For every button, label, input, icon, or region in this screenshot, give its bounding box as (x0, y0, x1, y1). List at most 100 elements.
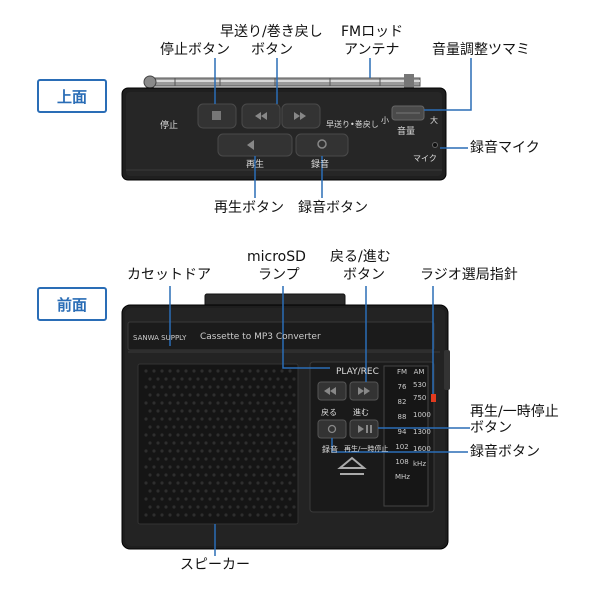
stop-button-shape (197, 103, 237, 129)
speaker-hole (204, 489, 208, 493)
speaker-hole (208, 433, 212, 437)
speaker-hole (244, 505, 248, 509)
speaker-hole (232, 385, 236, 389)
speaker-hole (176, 433, 180, 437)
speaker-hole (184, 497, 188, 501)
speaker-hole (284, 473, 288, 477)
volume-knob-shape (391, 105, 425, 121)
speaker-hole (160, 481, 164, 485)
speaker-hole (176, 465, 180, 469)
speaker-hole (268, 393, 272, 397)
speaker-hole (168, 481, 172, 485)
back-button-shape (317, 381, 347, 401)
speaker-hole (152, 465, 156, 469)
speaker-hole (268, 425, 272, 429)
speaker-hole (196, 505, 200, 509)
speaker-hole (288, 513, 292, 517)
speaker-hole (248, 369, 252, 373)
front-model: Cassette to MP3 Converter (200, 332, 321, 342)
speaker-grille (137, 363, 299, 525)
speaker-hole (164, 393, 168, 397)
speaker-hole (240, 417, 244, 421)
speaker-hole (236, 409, 240, 413)
speaker-hole (176, 401, 180, 405)
speaker-hole (268, 377, 272, 381)
speaker-hole (148, 489, 152, 493)
am-label: AM (413, 368, 425, 376)
tuning-indicator (431, 394, 436, 402)
speaker-hole (196, 377, 200, 381)
speaker-hole (156, 377, 160, 381)
speaker-hole (172, 457, 176, 461)
speaker-hole (248, 417, 252, 421)
speaker-hole (208, 449, 212, 453)
speaker-hole (244, 441, 248, 445)
speaker-hole (148, 457, 152, 461)
fm-tick: 82 (397, 398, 407, 406)
speaker-hole (284, 393, 288, 397)
speaker-hole (228, 393, 232, 397)
speaker-hole (268, 473, 272, 477)
speaker-hole (276, 489, 280, 493)
speaker-hole (224, 417, 228, 421)
speaker-hole (228, 441, 232, 445)
play-pause-button-shape (349, 419, 379, 439)
speaker-hole (176, 481, 180, 485)
speaker-hole (260, 489, 264, 493)
speaker-hole (268, 441, 272, 445)
speaker-hole (252, 425, 256, 429)
speaker-hole (284, 425, 288, 429)
speaker-hole (196, 393, 200, 397)
speaker-hole (264, 513, 268, 517)
speaker-hole (168, 433, 172, 437)
speaker-hole (236, 457, 240, 461)
speaker-hole (168, 417, 172, 421)
speaker-hole (224, 369, 228, 373)
speaker-hole (160, 385, 164, 389)
speaker-hole (156, 393, 160, 397)
speaker-hole (160, 417, 164, 421)
speaker-hole (232, 433, 236, 437)
speaker-hole (200, 417, 204, 421)
speaker-hole (256, 465, 260, 469)
speaker-hole (280, 417, 284, 421)
speaker-hole (148, 425, 152, 429)
speaker-hole (292, 377, 296, 381)
speaker-hole (148, 505, 152, 509)
speaker-hole (284, 457, 288, 461)
speaker-hole (156, 489, 160, 493)
speaker-hole (164, 473, 168, 477)
speaker-hole (248, 497, 252, 501)
speaker-hole (152, 449, 156, 453)
speaker-hole (164, 505, 168, 509)
speaker-hole (288, 481, 292, 485)
speaker-hole (256, 401, 260, 405)
speaker-hole (160, 449, 164, 453)
speaker-hole (280, 497, 284, 501)
rec-button-front-shape (317, 419, 347, 439)
speaker-hole (152, 433, 156, 437)
speaker-hole (240, 433, 244, 437)
speaker-hole (276, 377, 280, 381)
label-fm-antenna-1: FMロッド (341, 24, 404, 40)
speaker-hole (200, 465, 204, 469)
speaker-hole (268, 457, 272, 461)
speaker-hole (180, 457, 184, 461)
speaker-hole (272, 497, 276, 501)
speaker-hole (180, 377, 184, 381)
speaker-hole (208, 417, 212, 421)
speaker-hole (212, 393, 216, 397)
speaker-hole (272, 513, 276, 517)
speaker-hole (208, 465, 212, 469)
speaker-hole (204, 425, 208, 429)
speaker-hole (264, 385, 268, 389)
speaker-hole (216, 417, 220, 421)
speaker-hole (192, 385, 196, 389)
speaker-hole (252, 473, 256, 477)
speaker-hole (264, 497, 268, 501)
speaker-hole (244, 425, 248, 429)
speaker-hole (248, 385, 252, 389)
rewind-button-shape (241, 103, 281, 129)
speaker-hole (208, 401, 212, 405)
speaker-hole (212, 505, 216, 509)
